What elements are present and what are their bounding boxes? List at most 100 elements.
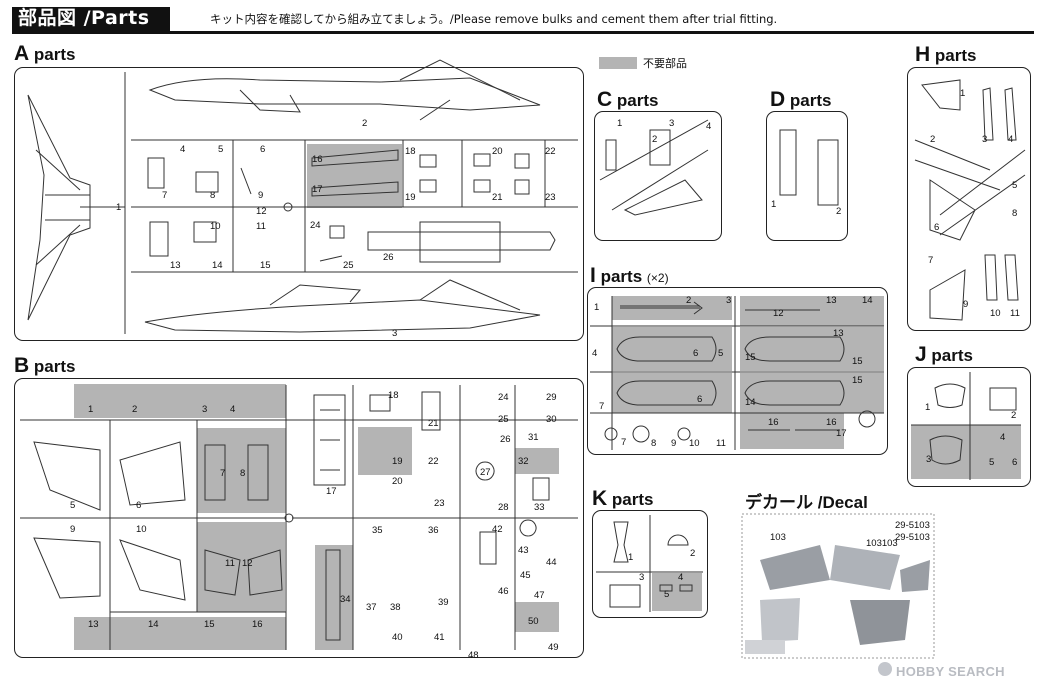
part-label-i-7: 7 [599, 401, 604, 412]
part-label-b-30: 30 [546, 414, 557, 425]
shade-i-6a [612, 327, 732, 371]
part-label-b-4: 4 [230, 404, 235, 415]
watermark: HOBBY SEARCH [896, 664, 1005, 679]
part-label-b-16: 16 [252, 619, 263, 630]
part-label-b-35: 35 [372, 525, 383, 536]
part-label-b-39: 39 [438, 597, 449, 608]
part-label-b-15: 15 [204, 619, 215, 630]
part-label-i-14: 14 [862, 295, 873, 306]
part-label-a-14: 14 [212, 260, 223, 271]
part-label-b-24: 24 [498, 392, 509, 403]
part-label-b-36: 36 [428, 525, 439, 536]
part-label-i-16: 16 [768, 417, 779, 428]
section-label-h: H parts [915, 43, 977, 66]
part-label-a-26: 26 [383, 252, 394, 263]
shade-k-4-5 [652, 573, 702, 611]
part-label-d-2: 2 [836, 206, 841, 217]
shade-b-11-12 [197, 522, 285, 612]
part-label-b-38: 38 [390, 602, 401, 613]
part-label-j-2: 2 [1011, 410, 1016, 421]
part-label-b-33: 33 [534, 502, 545, 513]
unused-parts-label: 不要部品 [643, 57, 687, 70]
part-label-b-3: 3 [202, 404, 207, 415]
shade-i-6b [612, 373, 732, 413]
part-label-b-12: 12 [242, 558, 253, 569]
part-label-b-29: 29 [546, 392, 557, 403]
shade-b-34 [315, 545, 353, 650]
part-label-i-6: 6 [693, 348, 698, 359]
part-label-b-46: 46 [498, 586, 509, 597]
part-label-a-5: 5 [218, 144, 223, 155]
part-label-b-20: 20 [392, 476, 403, 487]
decal-text-2: 29-5103 [895, 520, 930, 531]
part-label-j-4: 4 [1000, 432, 1005, 443]
part-label-a-25: 25 [343, 260, 354, 271]
part-label-i-12: 12 [773, 308, 784, 319]
part-label-b-44: 44 [546, 557, 557, 568]
title-bar [12, 7, 170, 31]
part-label-a-19: 19 [405, 192, 416, 203]
part-label-i-11: 11 [716, 438, 726, 449]
part-label-i-13: 13 [826, 295, 837, 306]
part-label-a-23: 23 [545, 192, 556, 203]
part-label-a-12: 12 [256, 206, 267, 217]
part-label-b-34: 34 [340, 594, 351, 605]
part-label-b-19: 19 [392, 456, 403, 467]
section-label-k: K parts [592, 487, 654, 510]
part-label-a-6: 6 [260, 144, 265, 155]
part-label-b-43: 43 [518, 545, 529, 556]
part-label-i-15-dup: 15 [852, 356, 863, 367]
part-label-a-24: 24 [310, 220, 321, 231]
part-label-a-2: 2 [362, 118, 367, 129]
shade-b-10 [234, 428, 286, 513]
part-label-b-22: 22 [428, 456, 439, 467]
part-label-h-2: 2 [930, 134, 935, 145]
part-label-b-32: 32 [518, 456, 529, 467]
part-label-b-49: 49 [548, 642, 559, 653]
section-label-i: I parts (×2) [590, 264, 669, 287]
part-label-d-1: 1 [771, 199, 776, 210]
part-label-i-1: 1 [594, 302, 599, 313]
part-label-j-1: 1 [925, 402, 930, 413]
part-label-b-50: 50 [528, 616, 539, 627]
header-instruction: キット内容を確認してから組み立てましょう。/Please remove bulk… [210, 12, 778, 26]
section-label-a: A parts [14, 42, 76, 65]
shade-a-16-17 [307, 144, 402, 208]
part-label-b-37: 37 [366, 602, 377, 613]
part-label-b-1: 1 [88, 404, 93, 415]
part-label-j-5: 5 [989, 457, 994, 468]
decal-label: デカール /Decal [745, 493, 868, 512]
part-label-i-8: 8 [651, 438, 656, 449]
part-label-b-21: 21 [428, 418, 439, 429]
part-label-a-3: 3 [392, 328, 397, 339]
part-label-j-3: 3 [926, 454, 931, 465]
part-label-b-11: 11 [225, 558, 235, 569]
unused-parts-swatch [599, 57, 637, 69]
page-header: 部品図 /Parts キット内容を確認してから組み立てましょう。/Please … [0, 0, 1060, 34]
part-label-a-9: 9 [258, 190, 263, 201]
part-label-h-4: 4 [1008, 134, 1013, 145]
part-label-b-31: 31 [528, 432, 539, 443]
part-label-b-6: 6 [136, 500, 141, 511]
header-rule [12, 31, 1034, 34]
part-label-i-7-dup: 7 [621, 437, 626, 448]
part-label-i-2: 2 [686, 295, 691, 306]
part-label-k-1: 1 [628, 552, 633, 563]
part-label-a-18: 18 [405, 146, 416, 157]
part-label-b-42: 42 [492, 524, 503, 535]
part-label-i-4: 4 [592, 348, 597, 359]
part-label-b-18: 18 [388, 390, 399, 401]
part-label-a-4: 4 [180, 144, 185, 155]
part-label-i-5: 5 [718, 348, 723, 359]
decal-text-3: 29-5103 [895, 532, 930, 543]
part-label-b-7: 7 [220, 468, 225, 479]
part-label-i-14-dup: 14 [745, 397, 756, 408]
part-label-b-47: 47 [534, 590, 545, 601]
part-label-b-26: 26 [500, 434, 511, 445]
part-label-b-5: 5 [70, 500, 75, 511]
part-label-i-17: 17 [836, 428, 847, 439]
part-label-h-6: 6 [934, 222, 939, 233]
part-label-h-11: 11 [1010, 308, 1020, 319]
